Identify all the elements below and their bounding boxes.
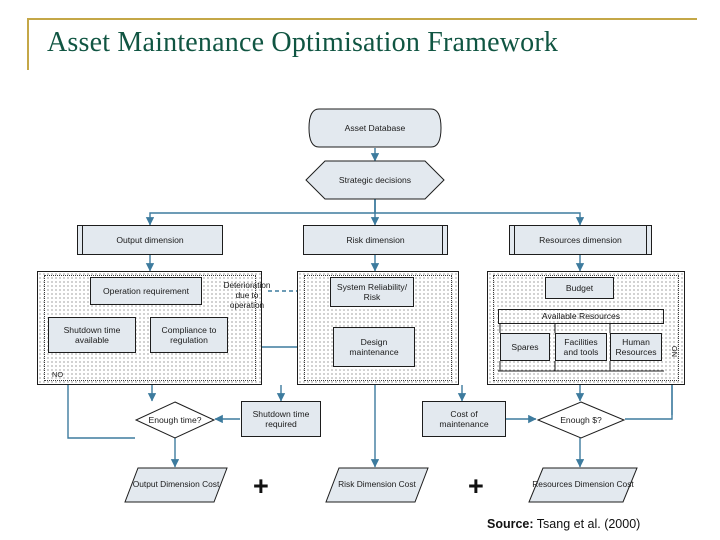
region-resources-inner bbox=[493, 275, 679, 381]
title-decorative-border bbox=[27, 18, 697, 70]
node-label: Human Resources bbox=[615, 336, 657, 357]
output-output-dimension-cost[interactable]: Output Dimension Cost bbox=[124, 467, 228, 503]
decision-enough-time[interactable]: Enough time? bbox=[134, 401, 216, 439]
region-output-inner bbox=[44, 275, 256, 381]
decision-enough-money[interactable]: Enough $? bbox=[536, 401, 626, 439]
node-label: Output dimension bbox=[116, 234, 184, 245]
node-label: Risk dimension bbox=[346, 234, 405, 245]
node-label: Resources dimension bbox=[539, 234, 622, 245]
node-label: Shutdown time available bbox=[63, 324, 121, 345]
node-label: Design maintenance bbox=[349, 336, 399, 357]
node-human-resources[interactable]: Human Resources bbox=[610, 333, 662, 361]
operator-plus-2: + bbox=[468, 471, 484, 501]
annotation-deterioration: Deterioration due to operation bbox=[218, 281, 276, 311]
no-label-output: NO bbox=[52, 370, 64, 379]
node-label: Budget bbox=[565, 282, 594, 293]
node-shutdown-time-required[interactable]: Shutdown time required bbox=[241, 401, 321, 437]
node-design-maintenance[interactable]: Design maintenance bbox=[333, 327, 415, 367]
source-citation: Source: Tsang et al. (2000) bbox=[487, 517, 640, 531]
resources-tree-wires bbox=[498, 324, 664, 372]
node-spares[interactable]: Spares bbox=[500, 333, 550, 361]
node-budget[interactable]: Budget bbox=[545, 277, 614, 299]
source-prefix: Source: bbox=[487, 517, 534, 531]
output-risk-dimension-cost[interactable]: Risk Dimension Cost bbox=[325, 467, 429, 503]
node-operation-requirement[interactable]: Operation requirement bbox=[90, 277, 202, 305]
node-label: System Reliability/ Risk bbox=[336, 281, 408, 302]
node-label: Facilities and tools bbox=[563, 336, 599, 357]
node-available-resources[interactable]: Available Resources bbox=[498, 309, 664, 324]
node-strategic-decisions[interactable]: Strategic decisions bbox=[305, 160, 445, 200]
node-facilities-and-tools[interactable]: Facilities and tools bbox=[555, 333, 607, 361]
node-compliance-to-regulation[interactable]: Compliance to regulation bbox=[150, 317, 228, 353]
annotation-text: Deterioration due to operation bbox=[223, 281, 271, 310]
node-output-dimension[interactable]: Output dimension bbox=[77, 225, 223, 255]
node-resources-dimension[interactable]: Resources dimension bbox=[509, 225, 652, 255]
output-resources-dimension-cost[interactable]: Resources Dimension Cost bbox=[528, 467, 638, 503]
node-label: Cost of maintenance bbox=[439, 408, 489, 429]
node-label: Available Resources bbox=[541, 311, 621, 322]
node-label: Compliance to regulation bbox=[161, 324, 217, 345]
node-cost-of-maintenance[interactable]: Cost of maintenance bbox=[422, 401, 506, 437]
no-label-resources: NO bbox=[670, 345, 679, 357]
node-risk-dimension[interactable]: Risk dimension bbox=[303, 225, 448, 255]
node-label: Shutdown time required bbox=[252, 408, 310, 429]
region-risk-inner bbox=[304, 275, 452, 381]
page-title: Asset Maintenance Optimisation Framework bbox=[47, 27, 559, 58]
node-label: Spares bbox=[511, 341, 539, 352]
source-text: Tsang et al. (2000) bbox=[533, 517, 641, 531]
framework-diagram: Asset Database Strategic decisions Outpu… bbox=[0, 95, 720, 515]
node-asset-database[interactable]: Asset Database bbox=[307, 107, 443, 149]
node-system-reliability-risk[interactable]: System Reliability/ Risk bbox=[330, 277, 414, 307]
node-label: Operation requirement bbox=[103, 285, 189, 296]
operator-plus-1: + bbox=[253, 471, 269, 501]
node-shutdown-time-available[interactable]: Shutdown time available bbox=[48, 317, 136, 353]
